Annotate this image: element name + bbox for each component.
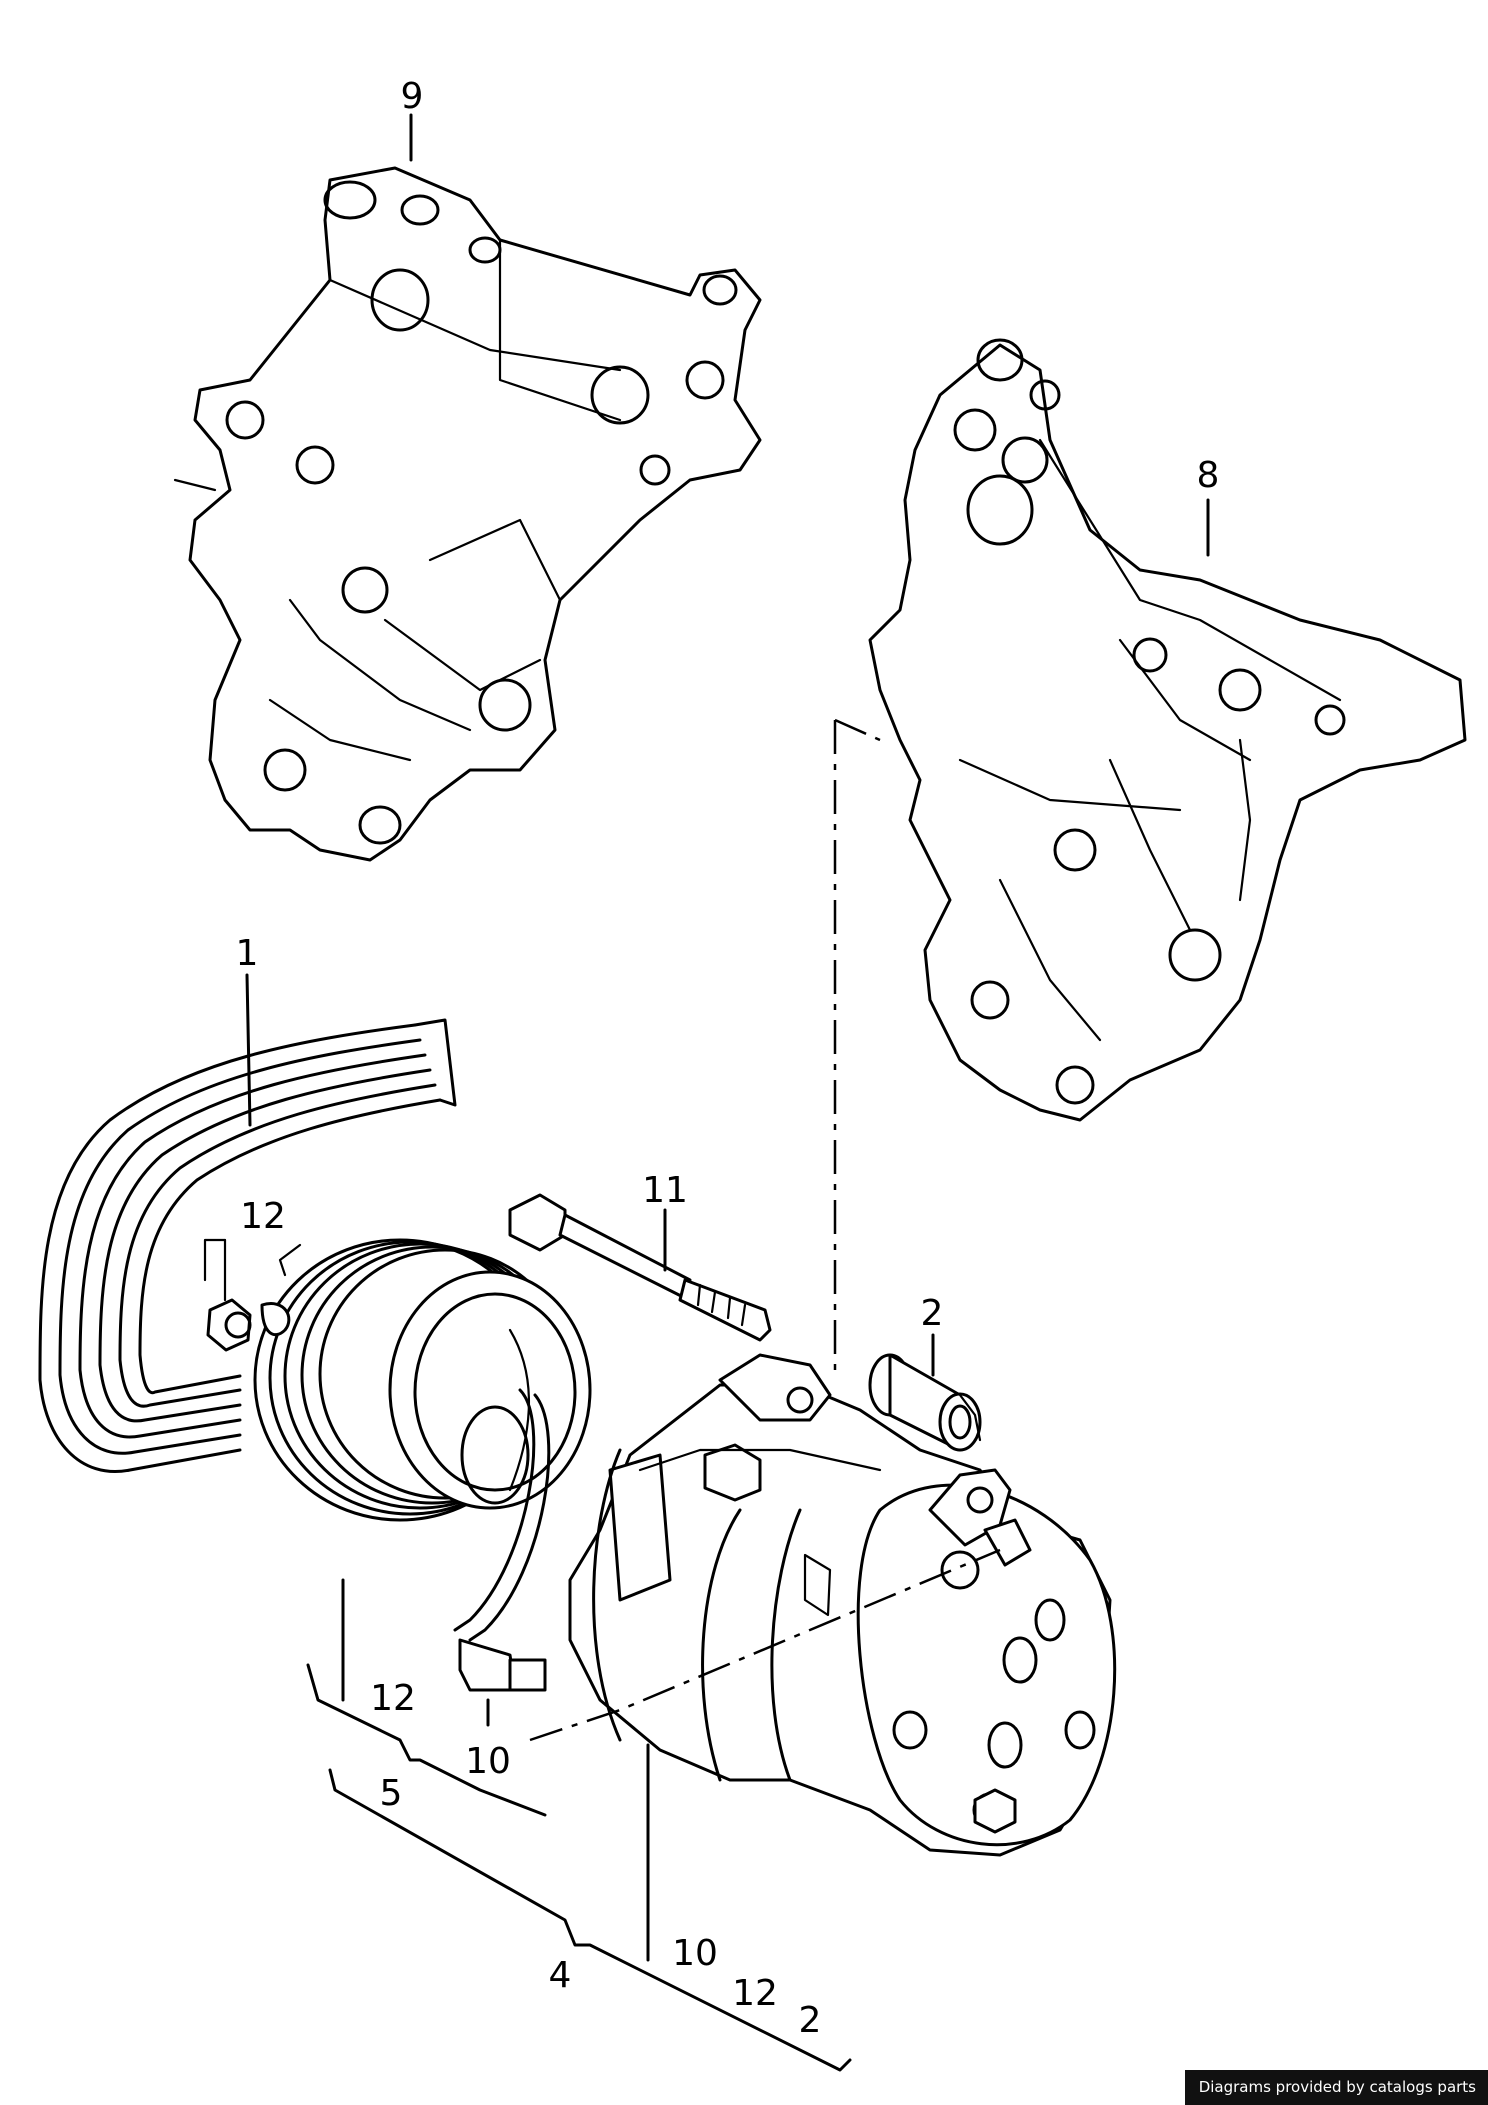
bracket-8 (868, 338, 1467, 1122)
callout-12-compressor: 12 (732, 1973, 778, 2014)
assembly-lines (529, 718, 1001, 1742)
callout-12-pulley: 12 (370, 1678, 416, 1719)
callout-11: 11 (642, 1170, 688, 1211)
callout-labels: 9 8 1 11 12 2 12 10 5 4 10 12 2 (236, 76, 1220, 2041)
callout-1: 1 (236, 933, 259, 974)
callout-4: 4 (549, 1955, 572, 1996)
leader-lines (245, 113, 1210, 2072)
compressor (568, 1353, 1117, 1857)
callout-5: 5 (380, 1773, 403, 1814)
bushing-2 (868, 1353, 982, 1452)
callout-10-compressor: 10 (672, 1933, 718, 1974)
pulley-clutch (253, 1238, 592, 1692)
credit-badge: Diagrams provided by catalogs parts (1184, 2070, 1488, 2105)
callout-8: 8 (1197, 455, 1220, 496)
bracket-9 (173, 166, 762, 862)
belt-1 (38, 1018, 457, 1473)
nut-washer (203, 1238, 302, 1352)
callout-2-compressor: 2 (799, 2000, 822, 2041)
callout-9: 9 (401, 76, 424, 117)
callout-2-bushing: 2 (921, 1293, 944, 1334)
callout-12-nut: 12 (240, 1196, 286, 1237)
callout-10-connector: 10 (465, 1741, 511, 1782)
bolt-11 (508, 1193, 772, 1342)
